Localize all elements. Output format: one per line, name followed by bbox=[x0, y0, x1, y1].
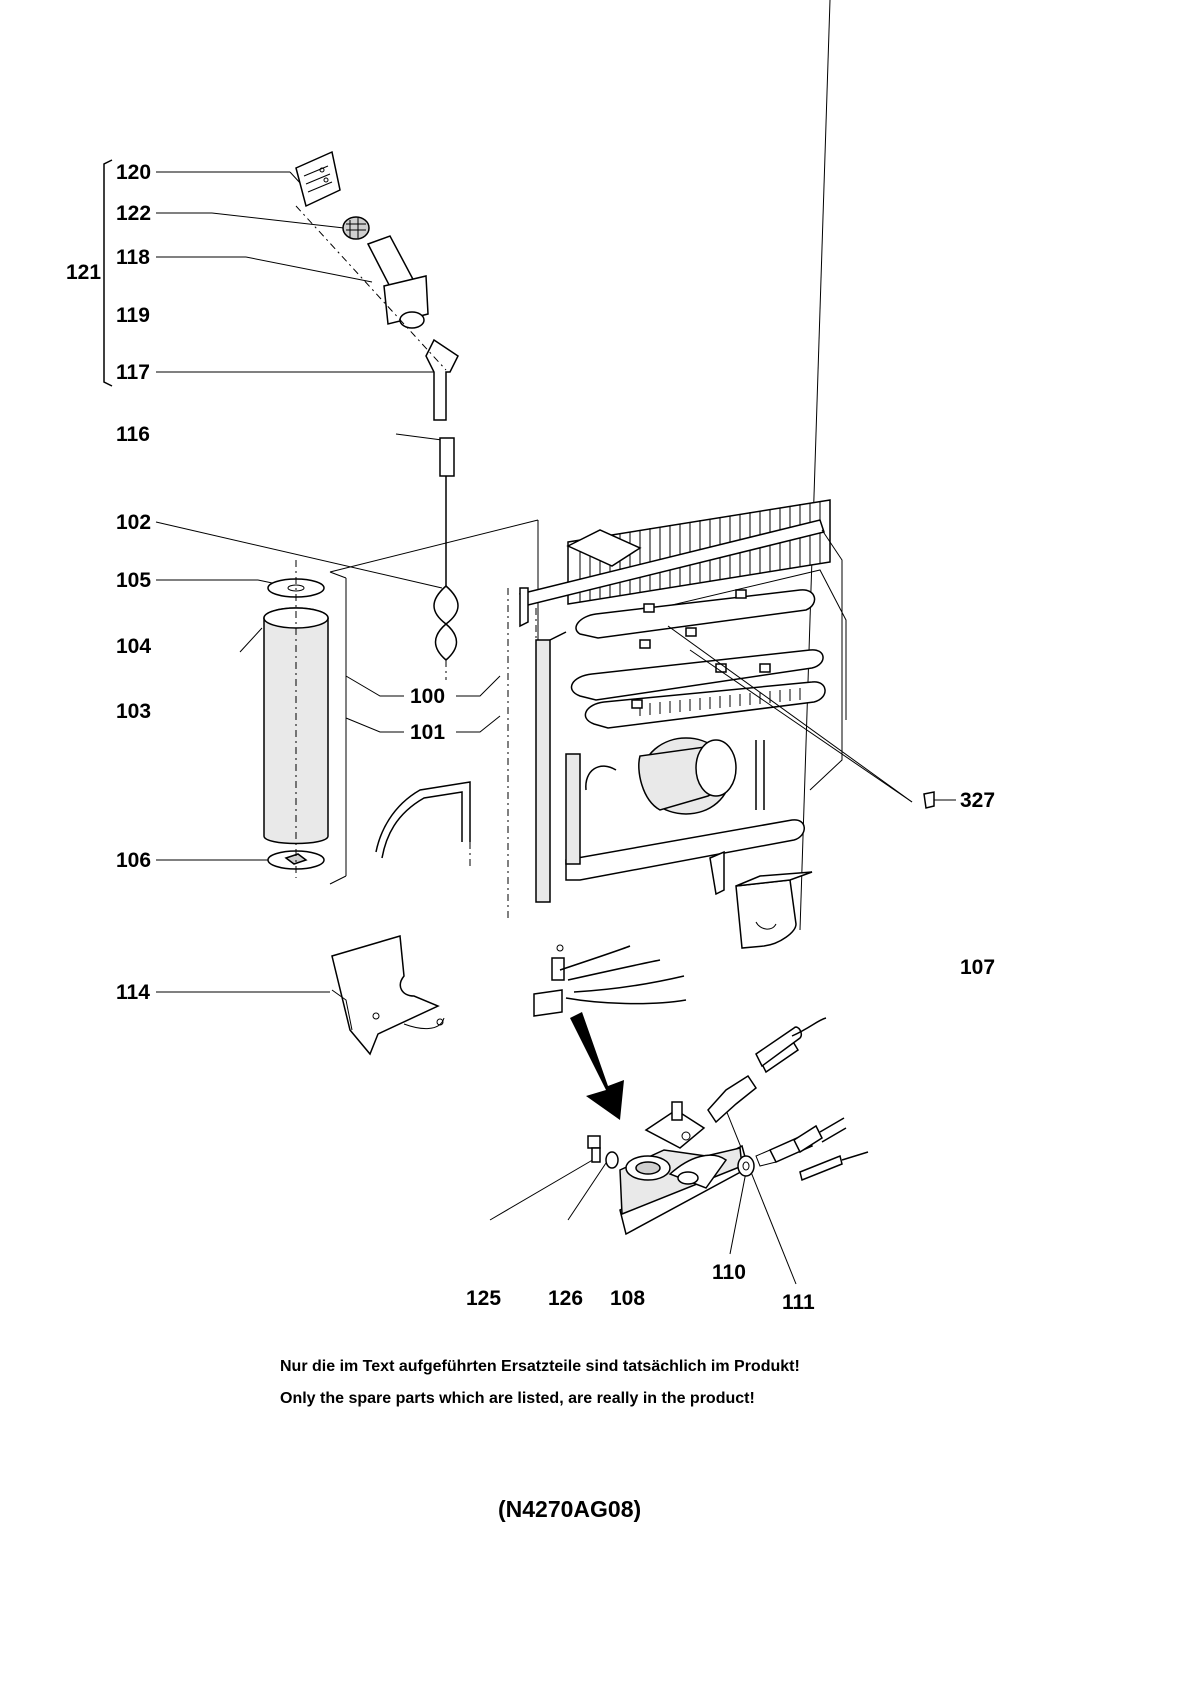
label-125: 125 bbox=[466, 1287, 502, 1310]
part-327-clip bbox=[667, 625, 935, 809]
label-106: 106 bbox=[116, 849, 152, 872]
label-111: 111 bbox=[782, 1291, 815, 1314]
label-117: 117 bbox=[116, 361, 150, 384]
part-122-mesh bbox=[342, 216, 370, 240]
part-116-burner-tube bbox=[433, 437, 459, 680]
label-110: 110 bbox=[712, 1261, 746, 1284]
absorber-unit bbox=[507, 499, 847, 920]
part-107-cover bbox=[735, 871, 813, 949]
part-thermocouple-connector bbox=[755, 1117, 869, 1182]
part-108-burner-base bbox=[619, 1144, 749, 1236]
part-110-nut bbox=[737, 1155, 755, 1177]
part-114-shield bbox=[331, 935, 445, 1056]
note-german: Nur die im Text aufgeführten Ersatzteile… bbox=[280, 1358, 800, 1375]
part-117-elbow bbox=[425, 338, 459, 421]
label-103: 103 bbox=[116, 700, 152, 723]
label-119: 119 bbox=[116, 304, 150, 327]
part-111-jet bbox=[707, 1017, 827, 1124]
label-114: 114 bbox=[116, 981, 150, 1004]
label-126: 126 bbox=[548, 1287, 584, 1310]
label-120: 120 bbox=[116, 161, 152, 184]
label-122: 122 bbox=[116, 202, 152, 225]
label-100: 100 bbox=[410, 685, 446, 708]
part-125-screw bbox=[587, 1135, 601, 1163]
leader-lines bbox=[155, 0, 956, 1285]
part-bracket-plate bbox=[644, 1101, 706, 1149]
part-118-flue-tube bbox=[366, 235, 429, 329]
drawing-code: (N4270AG08) bbox=[498, 1496, 642, 1522]
label-101: 101 bbox=[410, 721, 446, 744]
label-105: 105 bbox=[116, 569, 152, 592]
label-108: 108 bbox=[610, 1287, 646, 1310]
label-118: 118 bbox=[116, 246, 150, 269]
group-121-bracket bbox=[103, 159, 113, 387]
label-116: 116 bbox=[116, 423, 150, 446]
label-121: 121 bbox=[66, 261, 102, 284]
label-102: 102 bbox=[116, 511, 152, 534]
burner-assembly-small bbox=[533, 944, 687, 1017]
part-126-washer bbox=[605, 1151, 619, 1169]
part-120-flue-cap bbox=[295, 150, 341, 208]
label-107: 107 bbox=[960, 956, 996, 979]
label-327: 327 bbox=[960, 789, 996, 812]
label-104: 104 bbox=[116, 635, 152, 658]
zoom-arrow bbox=[570, 1012, 624, 1120]
note-english: Only the spare parts which are listed, a… bbox=[280, 1390, 755, 1407]
part-101-pipe bbox=[375, 781, 471, 866]
